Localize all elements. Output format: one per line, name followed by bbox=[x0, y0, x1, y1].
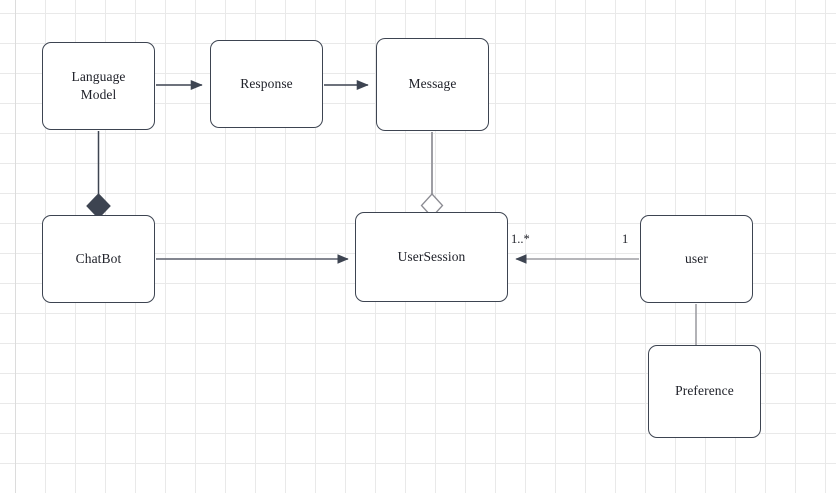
node-usersession[interactable]: UserSession bbox=[355, 212, 508, 302]
node-response-label: Response bbox=[240, 75, 293, 91]
node-user-label: user bbox=[685, 250, 708, 266]
node-preference[interactable]: Preference bbox=[648, 345, 761, 438]
node-response[interactable]: Response bbox=[210, 40, 323, 128]
node-message-label: Message bbox=[408, 76, 457, 92]
node-chatbot[interactable]: ChatBot bbox=[42, 215, 155, 303]
node-message[interactable]: Message bbox=[376, 38, 489, 131]
edge-message-aggregation-usersession[interactable] bbox=[420, 132, 444, 218]
node-preference-label: Preference bbox=[675, 383, 734, 399]
multiplicity-label-one: 1 bbox=[622, 232, 629, 246]
node-language-model-label-line2: Model bbox=[80, 87, 117, 102]
edge-language-model-composition-chatbot[interactable] bbox=[86, 131, 111, 219]
node-chatbot-label: ChatBot bbox=[75, 250, 122, 266]
node-language-model[interactable]: Language Model bbox=[42, 42, 155, 130]
node-language-model-label: Language Model bbox=[71, 68, 125, 104]
node-user[interactable]: user bbox=[640, 215, 753, 303]
node-usersession-label: UserSession bbox=[397, 248, 466, 264]
grid-major-rule bbox=[15, 0, 16, 493]
multiplicity-label-many: 1..* bbox=[511, 232, 530, 246]
node-language-model-label-line1: Language bbox=[71, 68, 126, 84]
